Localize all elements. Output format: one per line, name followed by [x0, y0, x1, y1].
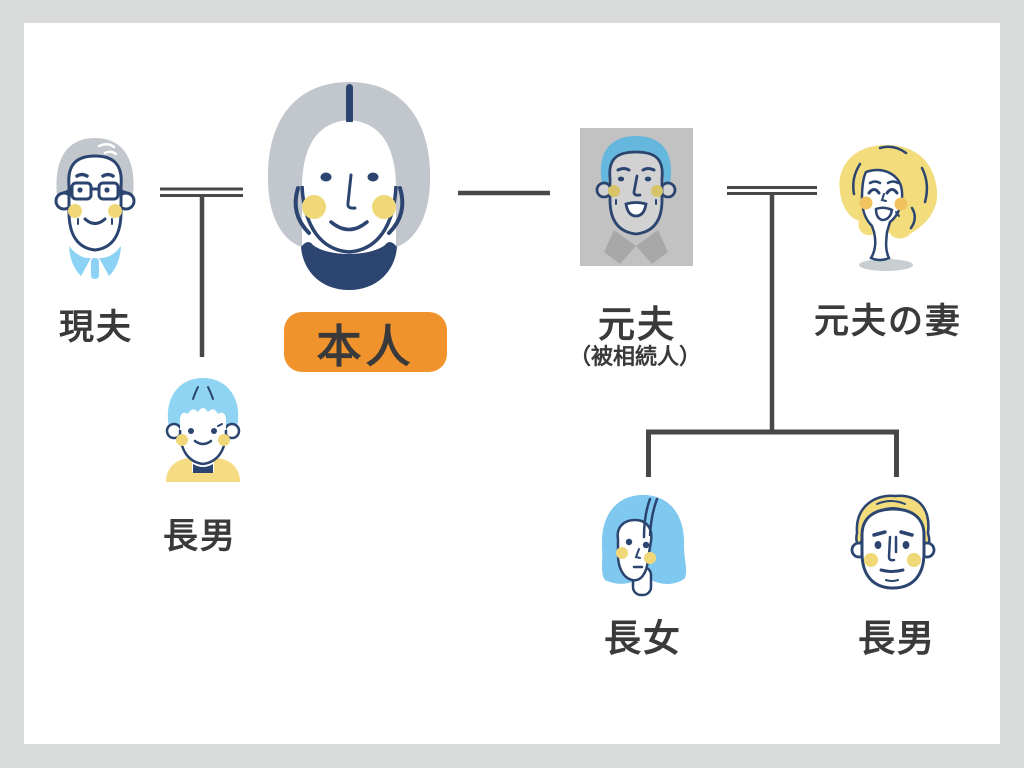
label-son-right: 長男: [858, 618, 936, 659]
cheek: [644, 552, 656, 564]
eyebrow: [75, 172, 89, 178]
eye: [320, 172, 332, 182]
hair-part-line: [648, 497, 659, 537]
cheek: [302, 195, 326, 219]
eye: [104, 187, 110, 193]
collar: [301, 241, 397, 290]
face: [180, 408, 226, 464]
cheek: [68, 204, 82, 218]
label-current-husband: 現夫: [58, 308, 134, 347]
eye: [644, 176, 652, 182]
eye: [642, 541, 650, 549]
eyebrow: [868, 180, 882, 185]
collar-right: [99, 246, 121, 276]
cheek: [864, 553, 878, 567]
smile: [83, 217, 107, 225]
label-ex-wife: 元夫の妻: [813, 302, 963, 341]
chin-line: [885, 579, 899, 582]
eyebrow: [101, 172, 115, 178]
cheek: [894, 197, 908, 211]
cheek: [372, 195, 396, 219]
jaw-outline: [300, 185, 398, 254]
self-portrait: [267, 82, 431, 290]
eye: [211, 428, 217, 434]
nose: [887, 535, 896, 562]
collar-left: [69, 246, 91, 276]
collar-left: [604, 230, 636, 264]
neck-shadow: [859, 259, 913, 271]
ex-wife-portrait: [839, 145, 938, 271]
label-son-left: 長男: [162, 517, 238, 556]
eye: [188, 428, 194, 434]
glasses-temples: [59, 188, 131, 196]
nose: [634, 548, 641, 559]
collar: [193, 464, 213, 473]
hair-strand: [192, 386, 199, 400]
current-husband-portrait: [54, 138, 136, 279]
eye: [367, 172, 379, 182]
cheek: [859, 196, 873, 210]
son-left-portrait: [165, 378, 241, 482]
hair-part-line: [346, 84, 353, 124]
eyebrow: [616, 167, 631, 172]
cheek: [907, 553, 921, 567]
hair: [267, 82, 431, 247]
label-self: 本人: [316, 320, 415, 372]
label-ex-husband-sub: （被相続人）: [568, 344, 702, 369]
cheek: [651, 185, 663, 197]
collar-right: [636, 230, 668, 264]
hair-part-line: [642, 497, 652, 539]
collar-tab: [91, 258, 99, 279]
eyebrow: [872, 530, 887, 537]
cheek: [176, 434, 188, 446]
label-daughter: 長女: [604, 618, 682, 659]
eyebrow: [886, 180, 900, 185]
eyebrow: [641, 167, 656, 172]
eye: [902, 541, 910, 549]
label-ex-husband: 元夫: [598, 304, 676, 345]
eye: [617, 176, 625, 182]
eye: [874, 541, 882, 549]
son-right-portrait: [850, 494, 936, 590]
self-badge: 本人: [284, 312, 447, 372]
hair-strand: [207, 386, 214, 400]
ex-husband-photo: [580, 128, 693, 266]
face: [67, 154, 123, 252]
daughter-portrait: [601, 495, 687, 597]
smile: [193, 439, 213, 446]
nose: [880, 193, 887, 202]
mouth: [879, 568, 905, 573]
eye: [77, 187, 83, 193]
open-mouth: [624, 201, 648, 218]
eyebrow: [899, 530, 914, 537]
face: [860, 507, 926, 590]
cheek: [616, 547, 628, 559]
hair-tip-left: [293, 186, 311, 235]
open-mouth: [874, 206, 894, 222]
eye: [625, 538, 633, 546]
cheek: [608, 185, 620, 197]
cheek: [108, 204, 122, 218]
face: [608, 150, 664, 236]
smile: [329, 220, 369, 232]
nose: [632, 174, 642, 197]
closed-eye: [885, 188, 899, 195]
nose: [346, 173, 357, 210]
cheek: [218, 434, 230, 446]
hair-tip-right: [387, 186, 405, 235]
closed-eye: [867, 188, 881, 195]
